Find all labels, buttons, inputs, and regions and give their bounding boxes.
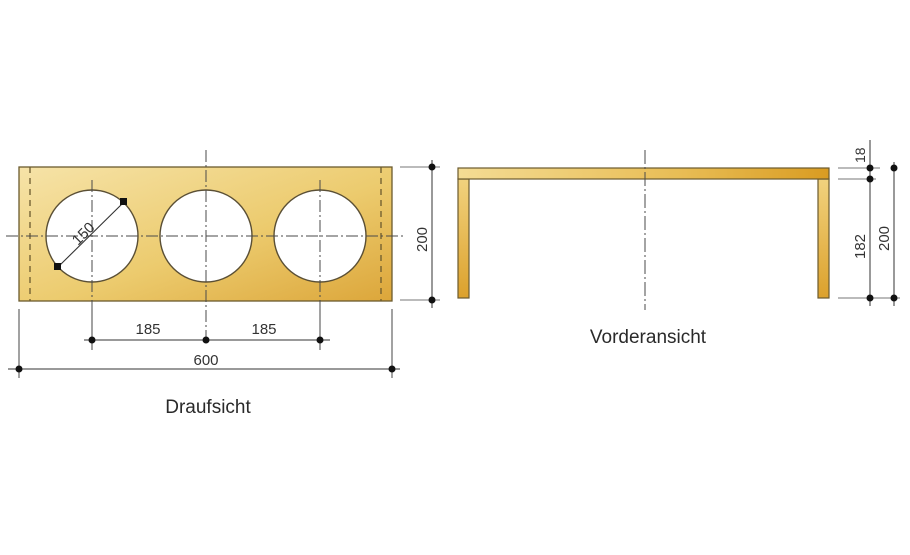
top-view-caption: Draufsicht [165, 397, 251, 418]
dim-total-height: 200 [876, 226, 893, 251]
dim-leg-height: 182 [852, 234, 869, 259]
front-view: 18 182 200 Vorderansicht [457, 140, 900, 348]
leg-right [817, 178, 830, 299]
top-view: 150 200 185 185 600 Draufsicht [6, 150, 440, 418]
dim-depth: 200 [414, 227, 431, 252]
dim-spacing-left: 185 [135, 321, 160, 338]
dimension-dot [316, 336, 324, 344]
dimension-dot [890, 164, 898, 172]
diameter-marker [120, 198, 127, 205]
dimension-dot [866, 164, 874, 172]
dimension-dot [866, 175, 874, 183]
leg-left [457, 178, 470, 299]
dimension-dot [202, 336, 210, 344]
diameter-line [57, 201, 125, 268]
dimension-dot [15, 365, 23, 373]
front-top-board [457, 167, 830, 180]
diameter-marker [54, 263, 61, 270]
front-view-caption: Vorderansicht [590, 327, 707, 348]
dimension-dot [428, 163, 436, 171]
dimension-dot [88, 336, 96, 344]
dim-total-width: 600 [193, 352, 218, 369]
dimension-dot [866, 294, 874, 302]
dimension-dot [388, 365, 396, 373]
dim-board-thickness: 18 [852, 147, 868, 163]
dim-spacing-right: 185 [251, 321, 276, 338]
dimension-dot [428, 296, 436, 304]
dimension-dot [890, 294, 898, 302]
